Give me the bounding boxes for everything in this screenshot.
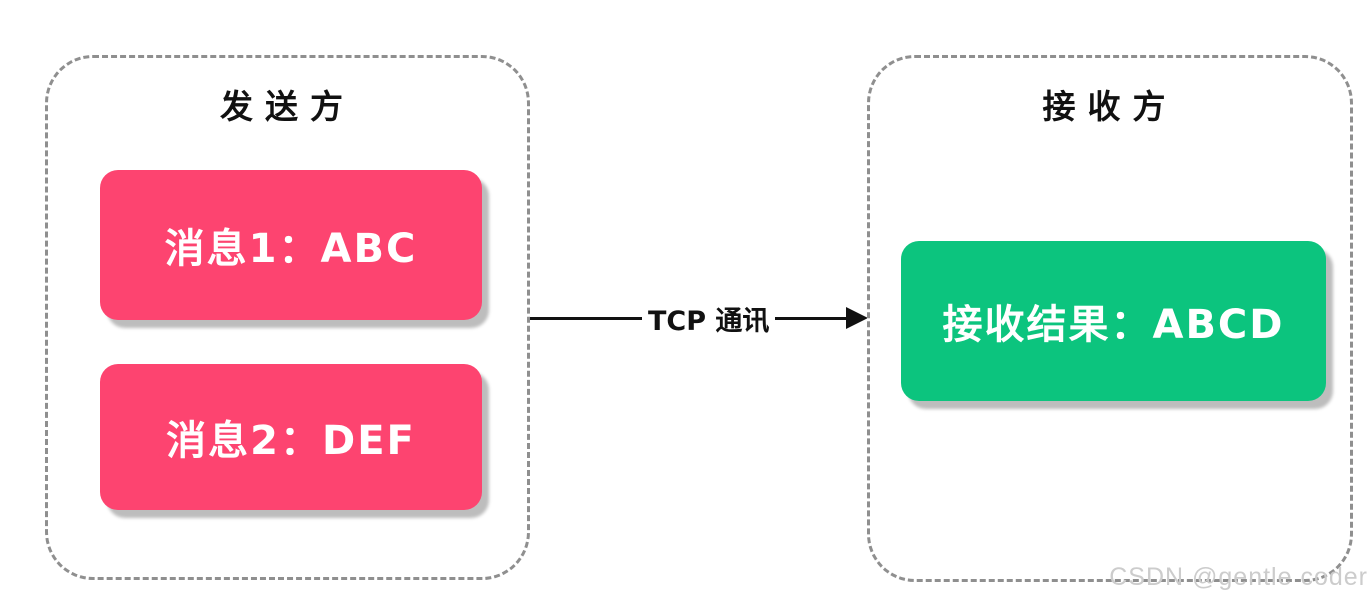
message-2-label: 消息2：DEF	[166, 418, 416, 464]
receiver-title: 接收方	[1042, 87, 1178, 126]
csdn-watermark: CSDN @gentle coder	[1109, 563, 1368, 591]
message-1-node: 消息1：ABC	[100, 170, 482, 320]
receive-result-node: 接收结果：ABCD	[901, 241, 1326, 401]
message-1-label: 消息1：ABC	[164, 226, 418, 272]
receiver-group: 接收方 接收结果：ABCD	[867, 55, 1353, 582]
tcp-arrow: TCP 通讯	[530, 296, 868, 340]
message-2-node: 消息2：DEF	[100, 364, 482, 510]
sender-title: 发送方	[220, 87, 355, 126]
sender-group: 发送方 消息1：ABC 消息2：DEF	[45, 55, 530, 580]
arrowhead-icon	[846, 307, 868, 329]
receive-result-label: 接收结果：ABCD	[942, 302, 1285, 348]
arrow-line-right	[775, 316, 848, 320]
arrow-label: TCP 通讯	[648, 305, 770, 337]
arrow-line-left	[530, 316, 642, 320]
